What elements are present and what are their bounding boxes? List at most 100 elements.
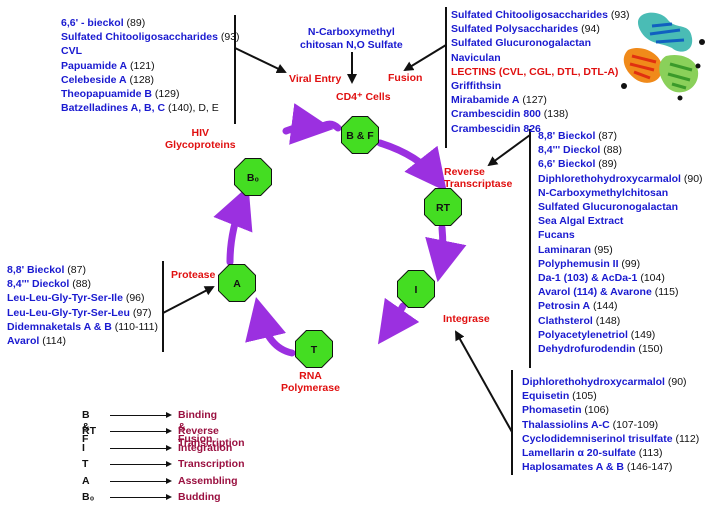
- compound-ref: (146-147): [623, 461, 673, 474]
- compound-name: Da-1 (103) & AcDa-1: [538, 272, 638, 285]
- legend-value: Binding & Fusion: [178, 409, 218, 445]
- node-octagon: [234, 158, 272, 196]
- legend-key: T: [82, 458, 89, 471]
- compound-name: Theopapuamide B: [61, 88, 153, 101]
- compound-name: Phomasetin: [522, 404, 582, 417]
- protein-structure-image: [621, 12, 705, 101]
- compound-ref: (97): [129, 306, 152, 319]
- cycle-arrow: [314, 120, 342, 133]
- compound-item: Diphlorethohydroxycarmalol (90): [538, 172, 703, 186]
- compound-name: LECTINS (CVL, CGL, DTL, DTL-A): [451, 65, 619, 78]
- compound-item: 8,4''' Dieckol (88): [7, 277, 158, 291]
- node-label: B₀: [247, 172, 260, 184]
- connector-lines: [162, 7, 531, 475]
- compound-ref: (138): [540, 108, 569, 121]
- compound-item: CVL: [61, 44, 240, 58]
- compound-name: Leu-Leu-Gly-Tyr-Ser-Ile: [7, 292, 123, 305]
- compound-item: Clathsterol (148): [538, 314, 703, 328]
- compound-name: Polyphemusin II: [538, 257, 619, 270]
- legend-arrow: [110, 493, 172, 500]
- compound-ref: (107-109): [609, 418, 659, 431]
- compound-item: Griffithsin: [451, 79, 630, 93]
- compound-item: 6,6' - bieckol (89): [61, 16, 240, 30]
- compound-name: CVL: [61, 45, 82, 58]
- compound-ref: (93): [607, 9, 630, 21]
- compound-ref: (95): [591, 243, 613, 256]
- node-i: I: [397, 270, 435, 308]
- compound-ref: (99): [618, 257, 641, 270]
- compound-item: Avarol (114) & Avarone (115): [538, 285, 703, 299]
- compound-ref: (110-111): [111, 320, 158, 333]
- compound-name: 8,8' Bieckol: [538, 130, 596, 142]
- legend-value: Reverse Transcription: [178, 425, 245, 450]
- compound-item: 6,6' Bieckol (89): [538, 157, 703, 171]
- compound-name: Diphlorethohydroxycarmalol: [522, 376, 665, 388]
- compound-item: Crambescidin 826: [451, 122, 630, 136]
- viral-entry-list: 6,6' - bieckol (89)Sulfated Chitooligosa…: [61, 16, 240, 115]
- compound-name: Crambescidin 826: [451, 122, 541, 135]
- compound-item: Dehydrofurodendin (150): [538, 342, 703, 356]
- compound-name: Batzelladines A, B, C: [61, 102, 166, 115]
- legend-value: Integration: [178, 441, 233, 454]
- compound-ref: (94): [578, 23, 600, 36]
- compound-item: Sulfated Chitooligosaccharides (93): [61, 30, 240, 44]
- compound-name: 6,6' Bieckol: [538, 158, 596, 171]
- compound-item: LECTINS (CVL, CGL, DTL, DTL-A): [451, 65, 630, 79]
- rt-arrow: [487, 134, 531, 167]
- legend-value: Transcription: [178, 458, 245, 471]
- compound-name: Dehydrofurodendin: [538, 343, 636, 356]
- compound-name: Haplosamates A & B: [522, 461, 624, 474]
- compound-name: 8,8' Bieckol: [7, 264, 65, 276]
- compound-item: Celebeside A (128): [61, 73, 240, 87]
- cycle-arrows: [213, 103, 467, 357]
- compound-name: Leu-Leu-Gly-Tyr-Ser-Leu: [7, 306, 130, 319]
- compound-name: 8,4''' Dieckol: [7, 278, 70, 291]
- compound-ref: (96): [122, 292, 145, 305]
- protease-list: 8,8' Bieckol (87)8,4''' Dieckol (88)Leu-…: [7, 263, 158, 348]
- compound-item: Naviculan: [451, 51, 630, 65]
- compound-ref: (127): [519, 94, 547, 107]
- compound-item: Papuamide A (121): [61, 59, 240, 73]
- compound-ref: (113): [635, 447, 663, 460]
- compound-ref: (88): [69, 278, 91, 291]
- compound-item: Equisetin (105): [522, 389, 699, 403]
- compound-ref: (105): [569, 390, 597, 403]
- fusion-label: Fusion: [388, 72, 423, 84]
- compound-name: Petrosin A: [538, 300, 591, 313]
- compound-ref: (89): [595, 158, 617, 171]
- compound-name: Avarol (114) & Avarone: [538, 286, 652, 299]
- cycle-arrow: [425, 224, 467, 283]
- legend-key: B₀: [82, 490, 95, 503]
- compound-name: 8,4''' Dieckol: [538, 144, 601, 157]
- integrase-list: Diphlorethohydroxycarmalol (90)Equisetin…: [522, 375, 699, 474]
- compound-name: Equisetin: [522, 390, 570, 403]
- legend-arrow: [110, 477, 172, 484]
- compound-item: Cyclodidemniserinol trisulfate (112): [522, 432, 699, 446]
- node-b0: B₀: [234, 158, 272, 196]
- compound-item: Avarol (114): [7, 334, 158, 348]
- compound-ref: (115): [651, 286, 679, 299]
- compound-name: Laminaran: [538, 243, 592, 256]
- node-octagon: [424, 188, 462, 226]
- fusion-list: Sulfated Chitooligosaccharides (93)Sulfa…: [451, 8, 630, 136]
- compound-item: Thalassiolins A-C (107-109): [522, 418, 699, 432]
- ncarboxy-label: N-Carboxymethyl chitosan N,O Sulfate: [300, 26, 403, 51]
- compound-item: Sulfated Chitooligosaccharides (93): [451, 8, 630, 22]
- compound-ref: (121): [127, 59, 155, 72]
- compound-item: Diphlorethohydroxycarmalol (90): [522, 375, 699, 389]
- node-rt: RT: [424, 188, 462, 226]
- rna-polymerase-label: RNA Polymerase: [281, 370, 340, 394]
- compound-name: Avarol: [7, 335, 40, 348]
- compound-ref: (128): [126, 73, 154, 86]
- compound-name: Sulfated Glucuronogalactan: [538, 201, 679, 214]
- compound-name: Naviculan: [451, 51, 501, 64]
- integrase-label: Integrase: [443, 313, 490, 325]
- viral-entry-arrow: [234, 47, 287, 74]
- legend-arrow: [110, 428, 172, 435]
- compound-name: Clathsterol: [538, 314, 593, 327]
- reverse-transcriptase-label: Reverse Transcriptase: [444, 166, 513, 190]
- compound-ref: (150): [635, 343, 663, 356]
- integrase-arrow: [455, 330, 513, 433]
- compound-ref: (129): [152, 88, 180, 101]
